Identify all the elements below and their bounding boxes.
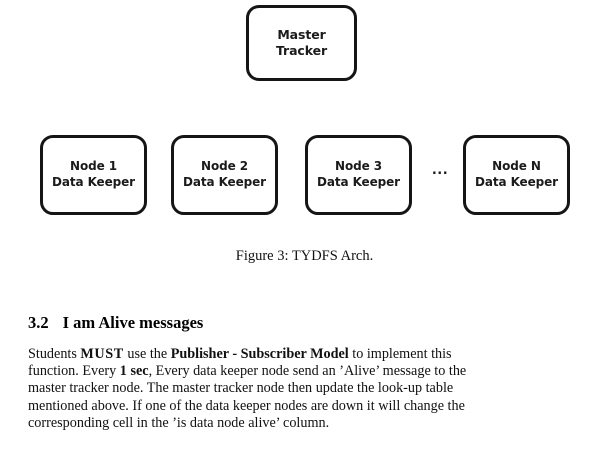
paragraph-line-5: corresponding cell in the ’is data node … bbox=[28, 414, 330, 431]
node-2-label-line2: Data Keeper bbox=[183, 175, 266, 189]
node-n-label-line2: Data Keeper bbox=[475, 175, 558, 189]
node-3-label-line1: Node 3 bbox=[335, 159, 382, 174]
data-keeper-node-1: Node 1 Data Keeper bbox=[40, 135, 147, 215]
figure-diagram: Master Tracker Node 1 Data Keeper Node 2… bbox=[40, 5, 570, 264]
line1-text-a: Students bbox=[28, 346, 81, 362]
data-keeper-node-n: Node N Data Keeper bbox=[463, 135, 570, 215]
node-n-label-line1: Node N bbox=[492, 159, 541, 174]
line1-text-e: to implement this bbox=[348, 346, 452, 362]
paragraph-line-3: master tracker node. The master tracker … bbox=[28, 380, 454, 397]
master-tracker-label-line2: Tracker bbox=[275, 43, 328, 58]
line2-text-a: function. Every bbox=[28, 363, 120, 380]
node-1-label-line1: Node 1 bbox=[70, 159, 117, 174]
paragraph-line-2: function. Every 1 sec, Every data keeper… bbox=[28, 363, 581, 380]
paragraph-line-4: mentioned above. If one of the data keep… bbox=[28, 397, 465, 414]
figure-caption: Figure 3: TYDFS Arch. bbox=[235, 248, 374, 264]
section-body-paragraph: Students MUST use the Publisher - Subscr… bbox=[28, 346, 581, 432]
data-keeper-node-3: Node 3 Data Keeper bbox=[305, 135, 412, 215]
line1-text-c: use the bbox=[123, 346, 171, 362]
emphasis-publisher-subscriber-model: Publisher - Subscriber Model bbox=[170, 346, 349, 362]
section-number: 3.2 bbox=[28, 313, 49, 332]
node-3-label-line2: Data Keeper bbox=[317, 175, 400, 189]
ellipsis-icon: ... bbox=[431, 163, 449, 178]
data-keeper-node-2: Node 2 Data Keeper bbox=[171, 135, 278, 215]
node-1-label-line2: Data Keeper bbox=[52, 175, 135, 189]
emphasis-must: MUST bbox=[80, 346, 124, 362]
master-tracker-label-line1: Master bbox=[277, 26, 326, 42]
emphasis-one-sec: 1 sec bbox=[119, 363, 149, 380]
paragraph-line-1: Students MUST use the Publisher - Subscr… bbox=[28, 346, 581, 363]
master-tracker-node: Master Tracker bbox=[246, 5, 357, 81]
line2-text-c: , Every data keeper node send an ’Alive’… bbox=[148, 363, 467, 380]
node-2-label-line1: Node 2 bbox=[201, 159, 248, 174]
section-heading: 3.2 I am Alive messages bbox=[28, 313, 203, 333]
section-title: I am Alive messages bbox=[62, 313, 204, 332]
